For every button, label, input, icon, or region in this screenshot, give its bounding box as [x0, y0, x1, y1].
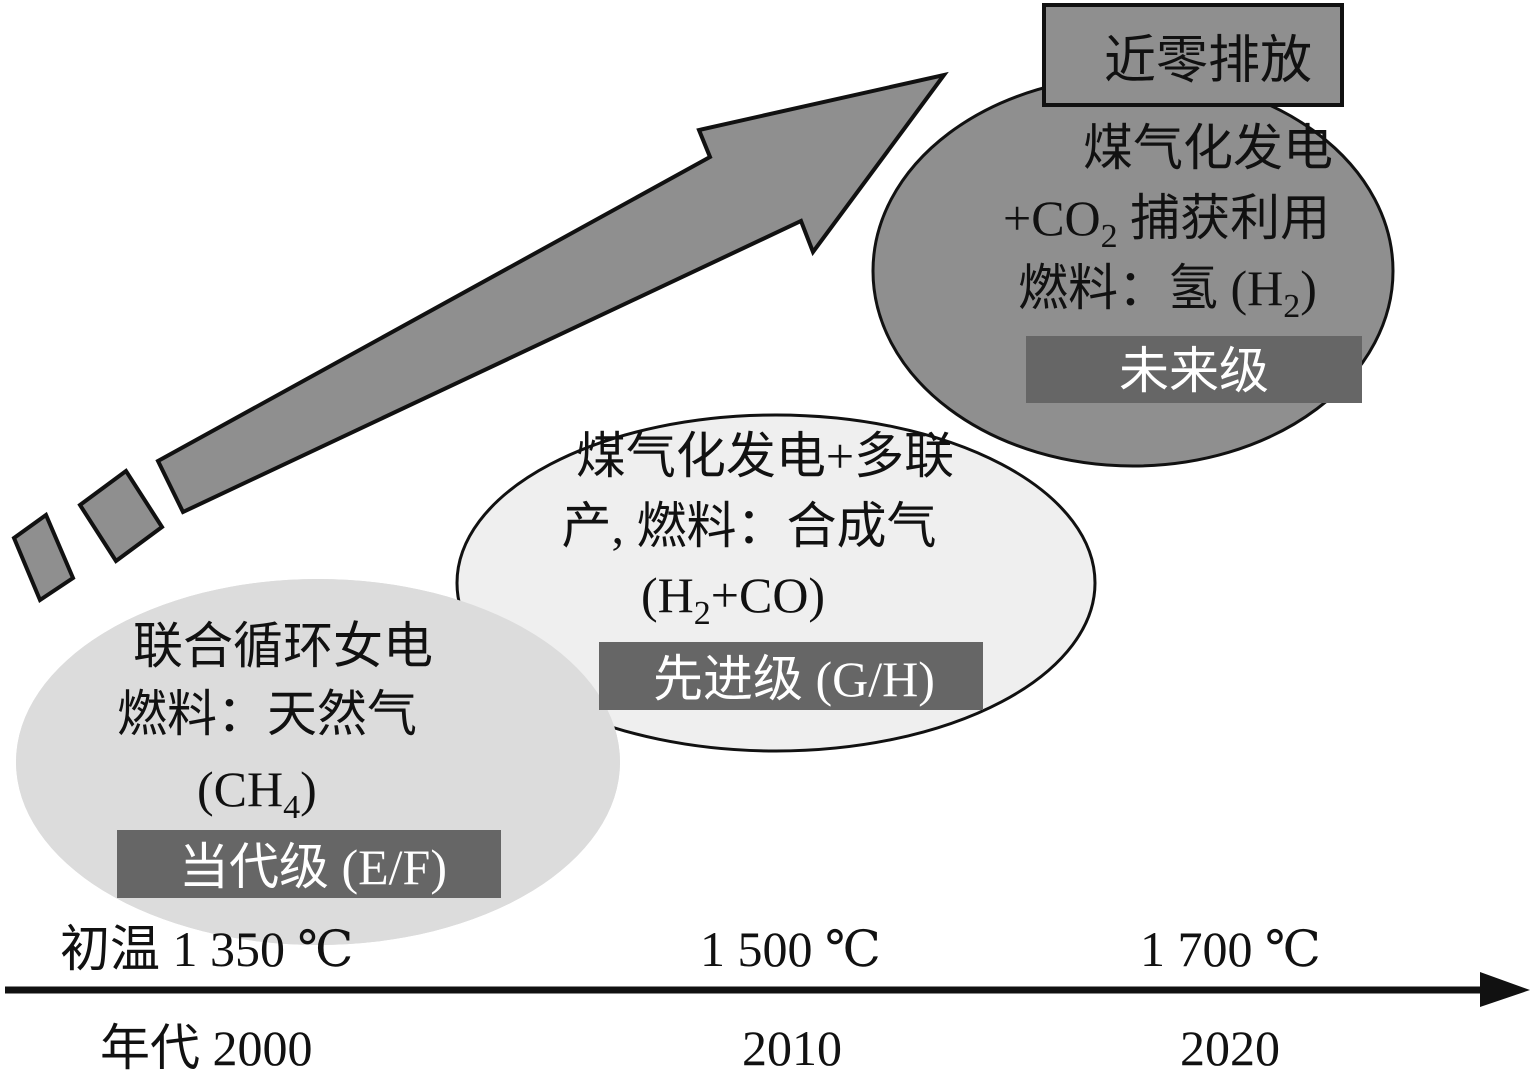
advanced-level-badge: [599, 642, 983, 710]
arrow-dash-medium: [77, 468, 165, 564]
advanced-formula: (H2+CO): [641, 567, 825, 632]
advanced-line1: 煤气化发电+多联: [576, 428, 954, 484]
future-line3: 燃料：氢 (H2): [1018, 260, 1317, 325]
advanced-line2: 产, 燃料：合成气: [562, 498, 937, 554]
arrow-dash-small: [11, 511, 76, 604]
advanced-level-label: 先进级 (G/H): [653, 651, 935, 707]
year-label-2000: 年代 2000: [100, 1020, 313, 1076]
future-level-label: 未来级: [1119, 343, 1269, 399]
current-line1: 联合循环女电: [133, 618, 433, 674]
timeline-arrowhead-icon: [1480, 972, 1530, 1007]
temp-label-2020: 1 700 ℃: [1140, 921, 1321, 977]
near-zero-emission-label: 近零排放: [1104, 33, 1312, 90]
current-formula: (CH4): [197, 761, 317, 826]
future-line2: +CO2 捕获利用: [1003, 190, 1330, 255]
current-level-label: 当代级 (E/F): [179, 839, 447, 895]
future-line1: 煤气化发电: [1083, 120, 1333, 176]
near-zero-emission-box: [1042, 3, 1344, 107]
temp-label-2000: 初温 1 350 ℃: [60, 921, 353, 977]
current-level-badge: [117, 830, 501, 898]
year-label-2010: 2010: [742, 1020, 842, 1076]
year-label-2020: 2020: [1180, 1020, 1280, 1076]
progress-arrow-icon: [155, 71, 949, 515]
temp-label-2010: 1 500 ℃: [700, 921, 881, 977]
current-line2: 燃料：天然气: [117, 686, 417, 742]
future-level-badge: [1026, 336, 1362, 403]
